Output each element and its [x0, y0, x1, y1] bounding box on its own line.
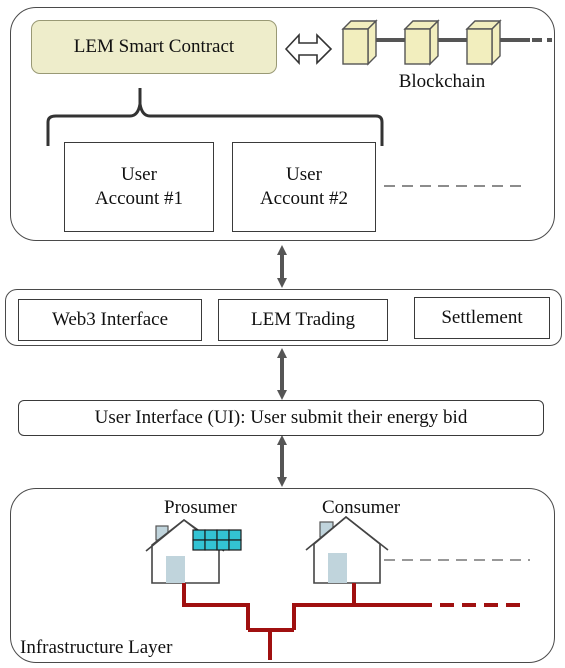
- user-account-2-line2: Account #2: [259, 188, 349, 209]
- user-interface-box: User Interface (UI): User submit their e…: [18, 400, 544, 436]
- consumer-label: Consumer: [322, 497, 401, 518]
- user-account-1-line1: User: [121, 164, 157, 186]
- web3-interface-box: Web3 Interface: [18, 299, 202, 341]
- settlement-label: Settlement: [441, 307, 523, 329]
- block-3-icon: [465, 19, 502, 66]
- curly-brace-icon: [46, 88, 384, 146]
- lem-trading-box: LEM Trading: [218, 299, 388, 341]
- infrastructure-layer-label: Infrastructure Layer: [20, 637, 173, 658]
- user-account-1-box: User Account #1: [64, 142, 214, 232]
- prosumer-house-icon: [145, 518, 242, 584]
- settlement-box: Settlement: [414, 297, 550, 339]
- user-interface-label: User Interface (UI): User submit their e…: [94, 407, 468, 429]
- consumer-house-icon: [305, 515, 389, 584]
- block-1-icon: [341, 19, 378, 66]
- smart-contract-label: LEM Smart Contract: [73, 36, 235, 58]
- bidirectional-arrow-icon: [284, 32, 333, 66]
- user-account-2-line1: User: [286, 164, 322, 186]
- blockchain-chain: [341, 19, 552, 66]
- user-account-1-line2: Account #1: [94, 188, 184, 209]
- blockchain-label: Blockchain: [398, 71, 486, 92]
- prosumer-label: Prosumer: [164, 497, 237, 518]
- infrastructure-layer-panel: [10, 488, 555, 663]
- user-account-2-box: User Account #2: [232, 142, 376, 232]
- solar-panel-icon: [192, 529, 242, 551]
- block-2-icon: [403, 19, 440, 66]
- lem-trading-label: LEM Trading: [251, 309, 355, 331]
- smart-contract-box: LEM Smart Contract: [31, 20, 277, 74]
- power-grid-lines: [182, 583, 524, 660]
- web3-interface-label: Web3 Interface: [51, 309, 169, 331]
